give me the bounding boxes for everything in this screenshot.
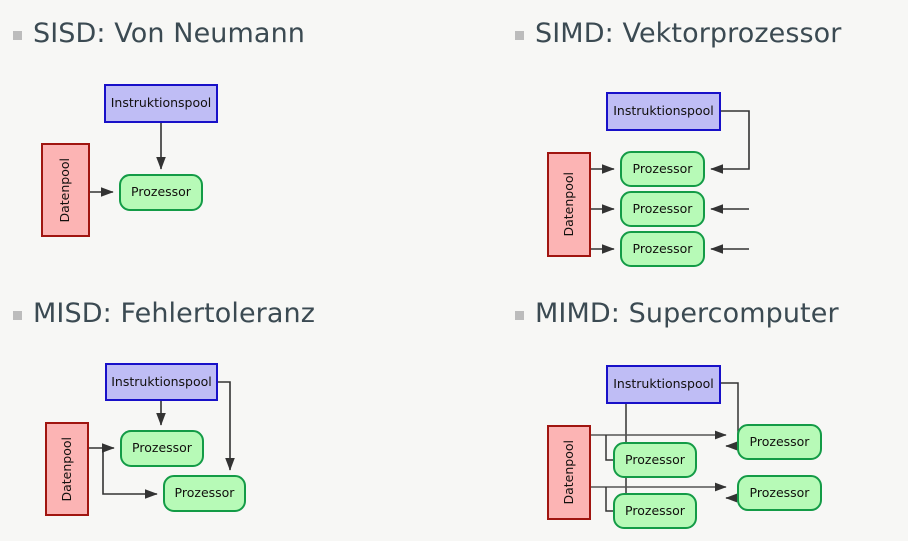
node-data-pool: Datenpool [45,422,89,516]
node-processor-left-1: Prozessor [613,442,697,478]
diagram-misd: Instruktionspool Datenpool Prozessor Pro… [0,278,454,541]
node-label: Datenpool [57,157,73,223]
quadrant-misd: MISD: Fehlertoleranz Instruktionspoo [0,278,454,541]
node-processor-right-2: Prozessor [737,475,822,511]
node-label: Prozessor [632,200,693,216]
heading-misd: MISD: Fehlertoleranz [13,300,315,327]
arrow-instruction-to-processor-1 [710,110,750,174]
diagram-mimd: Instruktionspool Datenpool Prozessor Pro… [454,278,908,541]
node-processor-2: Prozessor [163,475,246,512]
heading-sisd-label: SISD: Von Neumann [33,18,305,49]
heading-simd: SIMD: Vektorprozessor [515,20,842,47]
bullet-square-icon [13,311,22,320]
node-processor-3: Prozessor [620,231,705,267]
node-processor-left-2: Prozessor [613,493,697,529]
node-label: Prozessor [749,433,810,449]
arrow-data-to-processor-2 [102,448,158,499]
node-data-pool: Datenpool [547,152,591,257]
node-processor-2: Prozessor [620,191,705,227]
node-label: Prozessor [625,451,685,467]
arrow-instruction-to-processor-right-1 [721,382,739,451]
node-label: Instruktionspool [613,103,714,119]
heading-sisd: SISD: Von Neumann [13,20,305,47]
diagram-simd: Instruktionspool Datenpool Prozessor Pro… [454,0,908,278]
heading-misd-label: MISD: Fehlertoleranz [33,298,316,329]
node-label: Datenpool [58,436,74,502]
node-label: Prozessor [625,502,685,518]
diagram-sisd: Instruktionspool Datenpool Prozessor [0,0,454,278]
node-instruction-pool: Instruktionspool [606,92,721,131]
bullet-square-icon [515,311,524,320]
node-label: Instruktionspool [111,373,212,389]
heading-mimd-label: MIMD: Supercomputer [535,298,839,329]
node-label: Instruktionspool [110,95,212,111]
node-label: Prozessor [131,184,191,200]
bullet-square-icon [515,31,524,40]
node-processor-1: Prozessor [620,151,705,187]
node-label: Prozessor [132,440,192,456]
node-label: Prozessor [632,160,693,176]
diagram-misd-connectors [89,381,235,499]
node-label: Datenpool [560,172,576,237]
quadrant-mimd: MIMD: Supercomputer [454,278,908,541]
diagram-simd-connectors [591,110,750,254]
node-processor-right-1: Prozessor [737,424,822,460]
node-instruction-pool: Instruktionspool [105,363,218,401]
node-processor-1: Prozessor [119,174,203,211]
node-label: Datenpool [560,440,576,505]
node-label: Instruktionspool [613,376,714,392]
node-data-pool: Datenpool [547,425,591,520]
heading-simd-label: SIMD: Vektorprozessor [535,18,842,49]
bullet-square-icon [13,31,22,40]
diagram-sisd-connectors [90,122,166,197]
arrow-instruction-to-processor-2 [218,381,235,471]
heading-mimd: MIMD: Supercomputer [515,300,839,327]
node-processor-1: Prozessor [120,430,204,467]
node-instruction-pool: Instruktionspool [606,365,721,404]
node-label: Prozessor [749,484,810,500]
node-label: Prozessor [632,240,693,256]
quadrant-simd: SIMD: Vektorprozessor Instruktionspo [454,0,908,278]
quadrant-sisd: SISD: Von Neumann Instruktionspool Daten… [0,0,454,278]
node-data-pool: Datenpool [41,143,90,237]
node-label: Prozessor [174,485,235,501]
node-instruction-pool: Instruktionspool [104,84,218,123]
